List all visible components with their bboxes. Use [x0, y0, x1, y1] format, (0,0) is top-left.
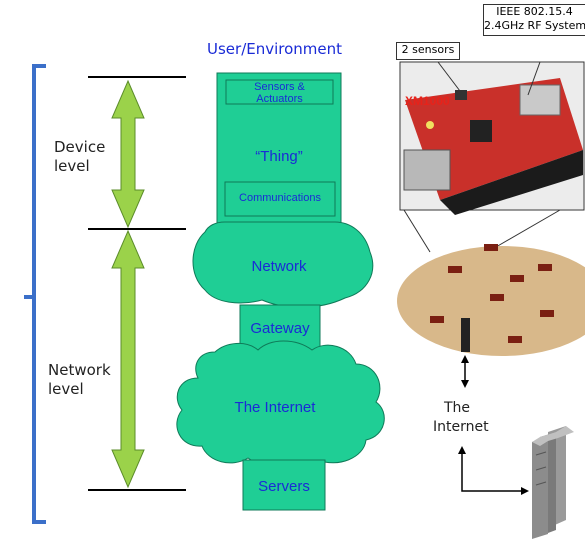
photo-to-field-right	[495, 209, 561, 248]
sensor-node	[510, 275, 524, 282]
sensor-node	[538, 264, 552, 271]
network-cloud	[192, 221, 374, 308]
mcu-chip	[470, 120, 492, 142]
callout-radio-pointer	[527, 61, 541, 96]
internet-server-connector	[461, 448, 527, 492]
servers-label: Servers	[258, 478, 310, 495]
device-level-arrow	[111, 79, 145, 229]
network-label: Network	[251, 258, 307, 275]
thing-label: “Thing”	[255, 148, 303, 165]
sensors-box-outline	[225, 79, 334, 105]
communications-box	[224, 181, 336, 217]
server-racks-icon	[532, 426, 574, 539]
internet-server-arrow-up	[458, 446, 466, 454]
internet-cloud	[176, 340, 385, 470]
callout-sensors: 2 sensors	[396, 42, 460, 60]
network-level-arrow	[111, 229, 145, 489]
photo-to-field-left	[403, 209, 431, 253]
rf-chip	[519, 84, 561, 116]
callout-radio: IEEE 802.15.4 2.4GHz RF System	[483, 4, 585, 36]
sensor-node	[540, 310, 554, 317]
base-station-node	[461, 318, 470, 352]
sensor-nodes	[430, 244, 554, 343]
internet-label: The Internet	[234, 399, 316, 416]
board-shadow	[440, 150, 583, 215]
sensors-actuators-label: Sensors & Actuators	[254, 81, 305, 105]
sensor-node	[508, 336, 522, 343]
sensor-node	[448, 266, 462, 273]
sensor-node	[490, 294, 504, 301]
servers-box	[242, 459, 326, 511]
internet-node-label: The Internet	[433, 400, 489, 435]
callout-sensors-pointer	[437, 61, 464, 96]
left-bracket	[32, 64, 46, 524]
sensor-chip	[455, 90, 467, 100]
led-light	[426, 121, 434, 129]
node-internet-arrow-head-up	[461, 355, 469, 363]
user-environment-label: User/Environment	[207, 40, 343, 58]
device-level-label: Device level	[54, 138, 106, 175]
network-level-label: Network level	[48, 361, 111, 398]
gateway-label: Gateway	[250, 320, 310, 337]
sensor-node	[430, 316, 444, 323]
xm1000-label: XM1000	[405, 94, 450, 108]
communications-label: Communications	[239, 192, 321, 204]
node-internet-arrow-head-down	[461, 380, 469, 388]
internet-server-arrow-right	[521, 487, 529, 495]
sensor-node	[484, 244, 498, 251]
usb-connector	[403, 149, 451, 191]
